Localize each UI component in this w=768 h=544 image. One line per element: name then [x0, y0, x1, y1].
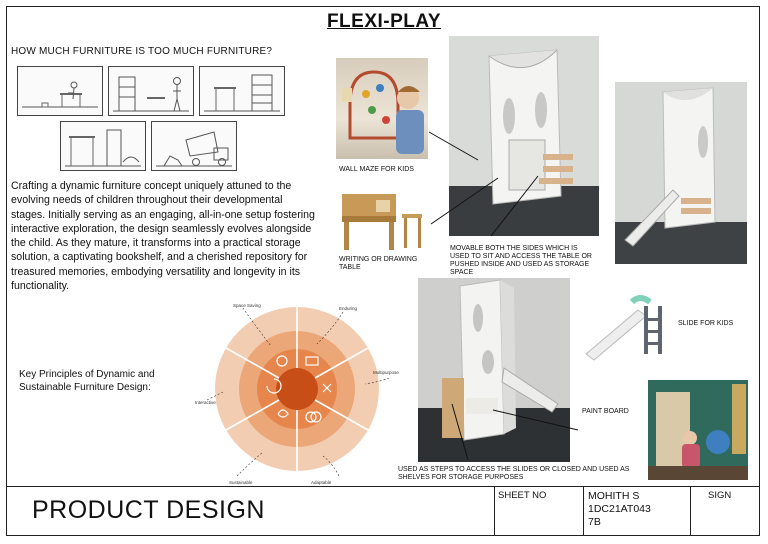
question-heading: HOW MUCH FURNITURE IS TOO MUCH FURNITURE…: [11, 46, 273, 57]
model-photo-slide-mode: [615, 82, 747, 264]
sheet-no-label: SHEET NO: [498, 490, 547, 501]
paint-board-photo: [648, 380, 748, 480]
concept-description: Crafting a dynamic furniture concept uni…: [11, 180, 315, 293]
product-design-heading: PRODUCT DESIGN: [32, 496, 265, 524]
interactive-icon: [266, 378, 282, 394]
slide-for-kids-photo: [580, 292, 672, 364]
sketch-shelf-and-child: [108, 66, 194, 116]
caption-wall-maze: WALL MAZE FOR KIDS: [339, 166, 414, 173]
key-principles-heading: Key Principles of Dynamic and Sustainabl…: [19, 369, 155, 393]
page-title: FLEXI-PLAY: [326, 11, 442, 32]
space-saving-icon: [276, 355, 288, 367]
principles-diagram: Space Saving Enduring Multipurpose Adapt…: [195, 303, 399, 485]
footer-col-line-1: [494, 486, 495, 536]
author-section: 7B: [588, 516, 601, 528]
principle-label-4: Sustainable: [229, 480, 253, 485]
principle-label-1: Enduring: [339, 306, 358, 311]
enduring-icon: [305, 356, 319, 366]
caption-movable-sides: MOVABLE BOTH THE SIDES WHICH IS USED TO …: [450, 245, 592, 276]
caption-writing-table: WRITING OR DRAWING TABLE: [339, 256, 418, 271]
wall-maze-photo: [336, 58, 428, 159]
sustainable-icon: [277, 409, 289, 418]
model-photo-table-mode: [449, 36, 599, 236]
principle-label-0: Space Saving: [233, 303, 261, 308]
drawing-sheet-border: [6, 6, 760, 536]
footer-col-line-2: [583, 486, 584, 536]
author-usn: 1DC21AT043: [588, 503, 651, 515]
sketch-room-clutter: [60, 121, 146, 171]
center-core: [276, 368, 318, 410]
caption-slide: SLIDE FOR KIDS: [678, 320, 734, 327]
sketch-dump-truck: [151, 121, 237, 171]
footer-divider: [6, 486, 760, 487]
adaptable-icon: [305, 411, 317, 423]
author-block: MOHITH S 1DC21AT043 7B: [588, 490, 651, 529]
caption-steps: USED AS STEPS TO ACCESS THE SLIDES OR CL…: [398, 466, 630, 481]
footer-col-line-3: [690, 486, 691, 536]
sign-label: SIGN: [708, 490, 732, 501]
caption-paint-board: PAINT BOARD: [582, 408, 629, 415]
sketch-furniture-set: [199, 66, 285, 116]
multipurpose-icon: [322, 383, 332, 393]
author-name: MOHITH S: [588, 490, 640, 502]
writing-table-photo: [336, 186, 428, 252]
model-photo-steps-mode: [418, 278, 570, 462]
principle-label-5: Interactive: [195, 400, 216, 405]
principle-label-3: Adaptable: [311, 480, 332, 485]
principle-label-2: Multipurpose: [373, 370, 399, 375]
sketch-child-at-desk: [17, 66, 103, 116]
